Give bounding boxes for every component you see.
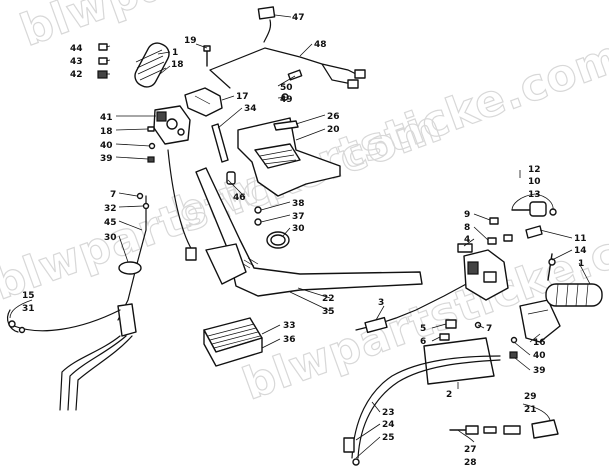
hardware-44-43-42 [97,43,108,79]
callout-22: 22 [322,294,335,304]
callout-20: 20 [327,125,340,135]
screw-14 [547,253,556,281]
callout-3: 3 [378,298,384,308]
callout-34: 34 [244,104,257,114]
callout-29: 29 [524,392,537,402]
callout-1: 1 [172,48,178,58]
callout-37: 37 [292,212,305,222]
callout-49: 49 [280,95,293,105]
callout-18b: 18 [100,127,113,137]
decal-2 [423,337,495,385]
callout-10: 10 [528,177,541,187]
callout-11: 11 [574,234,587,244]
callout-32: 32 [104,204,117,214]
callout-23: 23 [382,408,395,418]
heater-element-33 [203,317,263,367]
callout-41: 41 [100,113,113,123]
hardware-12-10-13 [511,201,557,217]
callout-14: 14 [574,246,587,256]
callout-18: 18 [171,60,184,70]
callout-9: 9 [464,210,470,220]
handlebar-22 [195,167,423,297]
switch-housing-right [457,243,509,301]
throttle-bracket-17 [184,87,223,117]
callout-7b: 7 [486,324,492,334]
grip-right-1 [545,283,603,307]
callout-12: 12 [528,165,541,175]
callout-16: 16 [533,338,546,348]
callout-1b: 1 [578,259,584,269]
cable-3 [355,281,471,334]
callout-43: 43 [70,57,83,67]
callout-7: 7 [110,190,116,200]
callout-46: 46 [233,193,246,203]
connector-47 [257,6,276,43]
wiring-harness-48 [209,47,366,89]
callout-25: 25 [382,433,395,443]
callout-38: 38 [292,199,305,209]
callout-24: 24 [382,420,395,430]
callout-28: 28 [464,458,477,468]
callout-21: 21 [524,405,537,415]
callout-39: 39 [100,154,113,164]
callout-33: 33 [283,321,296,331]
leader-lines [9,14,591,459]
hardware-18-40-39-left [147,126,156,163]
callout-15: 15 [22,291,35,301]
callout-39b: 39 [533,366,546,376]
callout-48: 48 [314,40,327,50]
callout-labels: 47 19 1 18 44 43 42 48 50 49 17 34 41 18… [22,13,587,468]
callout-2: 2 [446,390,452,400]
callout-5: 5 [420,324,426,334]
callout-26: 26 [327,112,340,122]
ring-30-left [118,261,142,275]
callout-44: 44 [70,44,83,54]
callout-8: 8 [464,223,470,233]
hardware-27-28-29-21 [449,419,559,439]
callout-30b: 30 [104,233,117,243]
hardware-40-39-right [509,336,518,359]
callout-40: 40 [100,141,113,151]
callout-36: 36 [283,335,296,345]
lever-34 [211,123,229,163]
cable-bundle-left [6,303,137,411]
callout-17: 17 [236,92,249,102]
callout-42: 42 [70,70,83,80]
callout-13: 13 [528,190,541,200]
callout-4: 4 [464,235,470,245]
callout-31: 31 [22,304,35,314]
callout-40b: 40 [533,351,546,361]
callout-19: 19 [184,36,197,46]
brake-lever-16 [519,299,561,343]
screw-19 [203,45,211,67]
svg-text:blwpartsticke.com: blwpartsticke.com [14,0,476,57]
callout-47: 47 [292,13,305,23]
dash-cover-20 [237,117,341,197]
callout-30: 30 [292,224,305,234]
ring-30-center [266,231,290,249]
hardware-9-8-4 [487,217,543,245]
callout-45: 45 [104,218,117,228]
callout-27: 27 [464,445,477,455]
switch-housing-41 [153,105,191,145]
clip-46 [226,171,236,185]
brake-cable-23 [343,355,501,466]
grip-left-1 [134,42,170,88]
callout-50: 50 [280,83,293,93]
callout-6: 6 [420,337,426,347]
clip-50-49 [281,69,303,101]
callout-35: 35 [322,307,335,317]
